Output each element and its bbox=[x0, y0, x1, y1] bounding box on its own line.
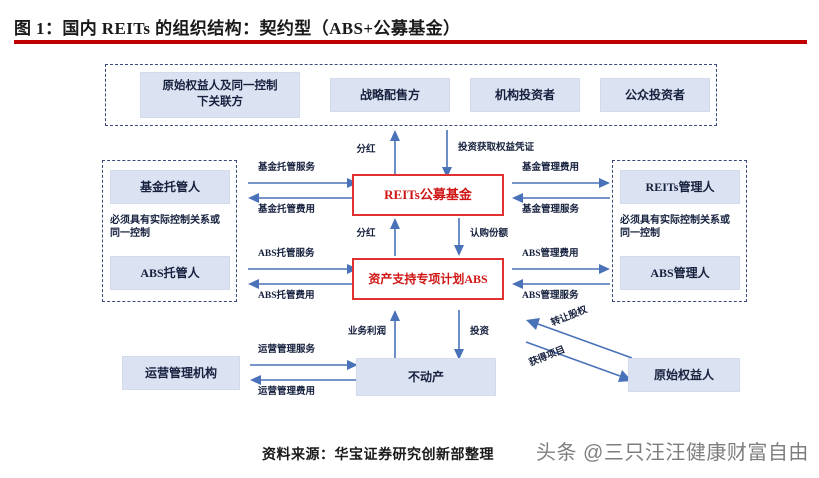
managers-group-note: 必须具有实际控制关系或 同一控制 bbox=[620, 215, 730, 239]
node-label: 机构投资者 bbox=[494, 87, 555, 102]
node-bottom-original-owner[interactable]: 原始权益人 bbox=[628, 358, 740, 392]
managers-group-container bbox=[612, 160, 747, 302]
node-fund-custodian[interactable]: 基金托管人 bbox=[110, 170, 230, 204]
node-label: 原始权益人 bbox=[653, 367, 714, 382]
investors-group-container bbox=[105, 64, 717, 126]
custodians-group-container bbox=[102, 160, 237, 302]
edge-label-fund-custody-fee: 基金托管费用 bbox=[258, 205, 316, 215]
org-structure-diagram: 原始权益人及同一控制 下关联方 战略配售方 机构投资者 公众投资者 分红 投资获… bbox=[0, 48, 819, 430]
arrow-operation-fee bbox=[250, 375, 358, 385]
edge-label-invest-certificate: 投资获取权益凭证 bbox=[458, 143, 535, 153]
node-label: 资产支持专项计划ABS bbox=[368, 271, 488, 286]
title-underline-rule bbox=[14, 40, 807, 44]
node-property[interactable]: 不动产 bbox=[356, 358, 496, 396]
edge-label-fund-custody-service: 基金托管服务 bbox=[258, 163, 316, 173]
node-abs-special-plan[interactable]: 资产支持专项计划ABS bbox=[352, 258, 504, 300]
watermark-text: 头条 @三只汪汪健康财富自由 bbox=[536, 442, 809, 464]
node-reits-manager[interactable]: REITs管理人 bbox=[620, 170, 740, 204]
arrow-investment bbox=[454, 310, 464, 360]
arrow-abs-mgmt-fee bbox=[512, 264, 610, 274]
edge-label-abs-custody-fee: ABS托管费用 bbox=[258, 291, 315, 301]
arrow-transfer-equity bbox=[526, 318, 633, 359]
source-note: 资料来源：华宝证券研究创新部整理 bbox=[262, 448, 494, 463]
edge-label-fund-mgmt-service: 基金管理服务 bbox=[522, 205, 580, 215]
arrow-abs-custody-service bbox=[248, 264, 358, 274]
edge-label-dividend-top: 分红 bbox=[356, 145, 376, 155]
node-label: 不动产 bbox=[407, 369, 444, 384]
edge-label-operation-fee: 运营管理费用 bbox=[258, 387, 316, 397]
node-label: 战略配售方 bbox=[359, 87, 420, 102]
edge-label-subscribe-share: 认购份额 bbox=[470, 229, 509, 239]
node-abs-custodian[interactable]: ABS托管人 bbox=[110, 256, 230, 290]
arrow-abs-custody-fee bbox=[248, 279, 358, 289]
edge-label-abs-mgmt-service: ABS管理服务 bbox=[522, 291, 579, 301]
node-label: REITs公募基金 bbox=[384, 187, 472, 203]
node-label: 原始权益人及同一控制 下关联方 bbox=[162, 80, 278, 108]
node-label: 基金托管人 bbox=[139, 179, 200, 194]
arrow-dividend-mid bbox=[390, 218, 400, 256]
node-original-owner-affiliates[interactable]: 原始权益人及同一控制 下关联方 bbox=[140, 72, 300, 118]
edge-label-abs-mgmt-fee: ABS管理费用 bbox=[522, 249, 579, 259]
page-title: 图 1：国内 REITs 的组织结构：契约型（ABS+公募基金） bbox=[14, 19, 461, 38]
arrow-business-profit bbox=[390, 310, 400, 360]
arrow-dividend-top bbox=[390, 130, 400, 178]
arrow-fund-custody-service bbox=[248, 178, 358, 188]
arrow-subscribe-share bbox=[454, 218, 464, 256]
node-operation-manager[interactable]: 运营管理机构 bbox=[122, 356, 240, 390]
edge-label-investment: 投资 bbox=[470, 327, 490, 337]
arrow-operation-service bbox=[250, 360, 358, 370]
node-label: ABS托管人 bbox=[140, 265, 200, 280]
node-strategic-placement[interactable]: 战略配售方 bbox=[330, 78, 450, 112]
custodians-group-note: 必须具有实际控制关系或 同一控制 bbox=[110, 215, 220, 239]
node-label: 公众投资者 bbox=[624, 87, 685, 102]
arrow-fund-custody-fee bbox=[248, 193, 358, 203]
node-reits-public-fund[interactable]: REITs公募基金 bbox=[352, 174, 504, 216]
node-institutional-investors[interactable]: 机构投资者 bbox=[470, 78, 580, 112]
edge-label-abs-custody-service: ABS托管服务 bbox=[258, 249, 315, 259]
edge-label-business-profit: 业务利润 bbox=[348, 327, 387, 337]
arrow-invest-certificate bbox=[442, 130, 452, 178]
arrow-abs-mgmt-service bbox=[512, 279, 610, 289]
node-label: REITs管理人 bbox=[645, 179, 715, 194]
arrow-fund-mgmt-service bbox=[512, 193, 610, 203]
node-label: 运营管理机构 bbox=[144, 365, 217, 380]
arrow-fund-mgmt-fee bbox=[512, 178, 610, 188]
node-label: ABS管理人 bbox=[650, 265, 710, 280]
edge-label-operation-service: 运营管理服务 bbox=[258, 345, 316, 355]
edge-label-dividend-mid: 分红 bbox=[356, 229, 376, 239]
node-abs-manager[interactable]: ABS管理人 bbox=[620, 256, 740, 290]
edge-label-fund-mgmt-fee: 基金管理费用 bbox=[522, 163, 580, 173]
title-bar: 图 1：国内 REITs 的组织结构：契约型（ABS+公募基金） bbox=[14, 14, 714, 46]
node-public-investors[interactable]: 公众投资者 bbox=[600, 78, 710, 112]
